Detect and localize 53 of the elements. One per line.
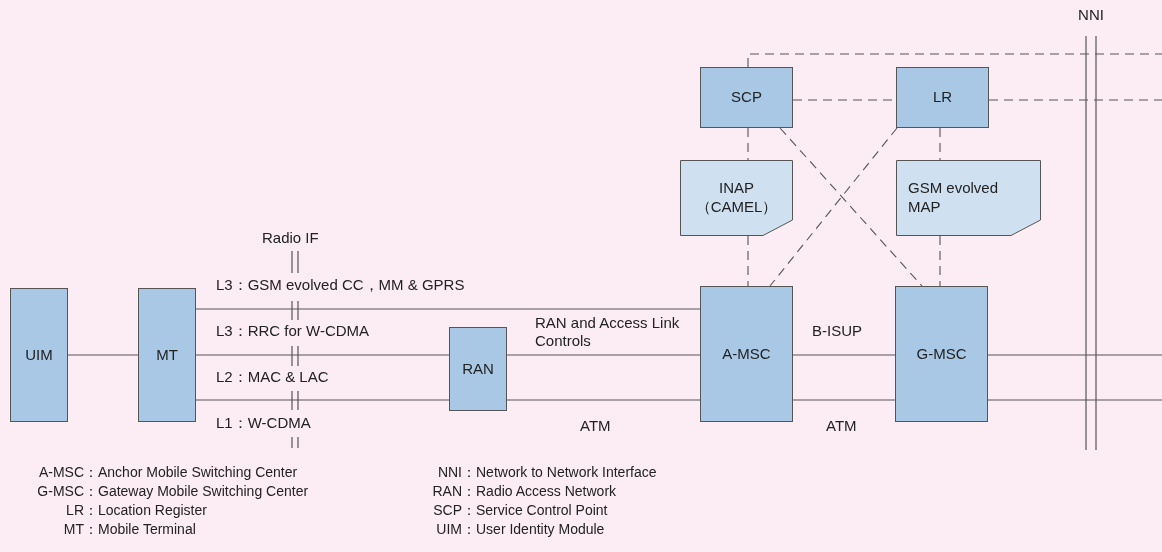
connector-line	[779, 127, 923, 287]
abbreviation: SCP	[432, 502, 462, 519]
protocol-note-box: INAP （CAMEL）	[680, 160, 793, 236]
connector-line	[987, 354, 1162, 356]
connector-line	[792, 399, 896, 401]
connector-line	[195, 399, 450, 401]
abbreviation: NNI	[436, 464, 462, 481]
annotation-text: ATM	[826, 417, 858, 435]
abbreviation-definition: ：Radio Access Network	[462, 483, 617, 500]
abbreviation: UIM	[435, 521, 462, 538]
abbreviation-definition: ：Location Register	[84, 502, 207, 519]
abbreviation-definition: ：Anchor Mobile Switching Center	[84, 464, 298, 481]
connector-line	[939, 127, 941, 161]
connector-line	[747, 127, 749, 161]
connector-line	[506, 354, 701, 356]
connector-line	[195, 308, 701, 310]
connector-line	[747, 53, 1162, 68]
annotation-text: B-ISUP	[812, 322, 863, 340]
abbreviation-definition: ：Service Control Point	[462, 502, 608, 519]
connector-line	[747, 235, 749, 287]
abbreviation: MT	[62, 521, 84, 538]
abbreviation-definition: ：Mobile Terminal	[84, 521, 196, 538]
network-element-box: G-MSC	[895, 286, 988, 422]
connector-line	[792, 354, 896, 356]
connector-line	[987, 399, 1162, 401]
abbreviation: LR	[65, 502, 84, 519]
annotation-text: Radio IF	[262, 229, 320, 247]
network-element-box: A-MSC	[700, 286, 793, 422]
connector-line	[195, 354, 450, 356]
annotation-text: L3：RRC for W-CDMA	[216, 322, 371, 340]
network-element-box: RAN	[449, 327, 507, 411]
connector-line	[769, 127, 898, 287]
abbreviation: G-MSC	[36, 483, 84, 500]
abbreviation-definition: ：Network to Network Interface	[462, 464, 657, 481]
annotation-text: NNI	[1077, 6, 1105, 24]
abbreviation-definition: ：User Identity Module	[462, 521, 605, 538]
connector-line	[939, 235, 941, 287]
network-element-box: MT	[138, 288, 196, 422]
network-element-box: LR	[896, 67, 989, 128]
protocol-note-box: GSM evolved MAP	[896, 160, 1041, 236]
connector-line	[988, 99, 1162, 101]
annotation-text: ATM	[580, 417, 612, 435]
connector-line	[67, 354, 139, 356]
network-element-box: SCP	[700, 67, 793, 128]
annotation-text: L1：W-CDMA	[216, 414, 312, 432]
abbreviation: RAN	[431, 483, 462, 500]
annotation-text: RAN and Access Link Controls	[535, 314, 681, 350]
annotation-text: L2：MAC & LAC	[216, 368, 330, 386]
network-element-box: UIM	[10, 288, 68, 422]
abbreviation-definition: ：Gateway Mobile Switching Center	[84, 483, 309, 500]
connector-line	[506, 399, 701, 401]
abbreviation: A-MSC	[37, 464, 84, 481]
annotation-text: L3：GSM evolved CC，MM & GPRS	[216, 276, 466, 294]
